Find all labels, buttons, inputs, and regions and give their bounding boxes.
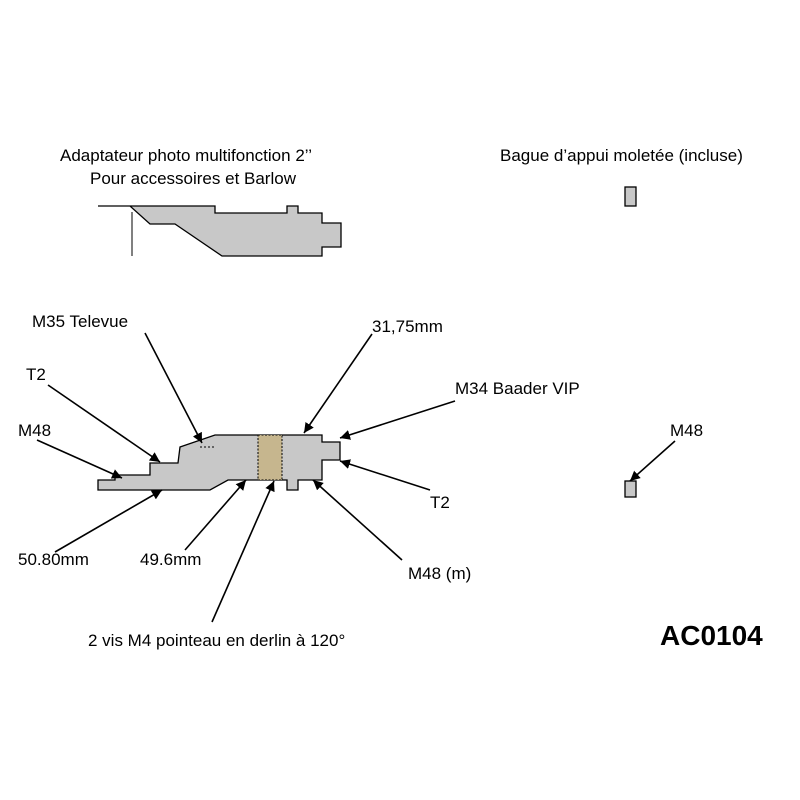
label-m48-ring: M48 [670,421,704,440]
adapter-title-line2: Pour accessoires et Barlow [90,169,296,188]
label-m34-baader: M34 Baader VIP [455,379,580,398]
label-screws: 2 vis M4 pointeau en derlin à 120° [88,631,346,650]
adapter-top-body [98,205,342,257]
product-code: AC0104 [660,620,763,651]
arrow-50-80mm [54,489,163,553]
arrow-screws [211,480,275,623]
adapter-section-view [97,434,341,491]
adapter-top-view [98,205,342,257]
ring-m48-view [624,480,637,498]
label-m48-left: M48 [18,421,52,440]
label-31-75mm: 31,75mm [372,317,443,336]
arrow-m48-left [36,439,123,479]
arrow-m34-baader [339,400,456,440]
arrow-t2-left [47,384,161,463]
arrow-m35-televue [144,332,203,444]
arrow-31-75mm [303,333,373,434]
adapter-section-body [97,434,341,491]
label-50-80mm: 50.80mm [18,550,89,569]
label-49-6mm: 49.6mm [140,550,202,569]
label-t2-left: T2 [26,365,46,384]
arrow-m48-m [312,479,403,561]
ring-title: Bague d’appui moletée (incluse) [500,146,743,165]
label-t2-right: T2 [430,493,450,512]
arrow-t2-right [339,459,431,491]
arrow-m48-ring [629,440,676,482]
label-m48-m: M48 (m) [408,564,472,583]
ring-top-view [624,186,637,207]
adapter-title-line1: Adaptateur photo multifonction 2’’ [60,146,313,165]
label-m35-televue: M35 Televue [32,312,129,331]
delrin-screw-band [257,434,283,481]
arrow-49-6mm [184,479,247,551]
